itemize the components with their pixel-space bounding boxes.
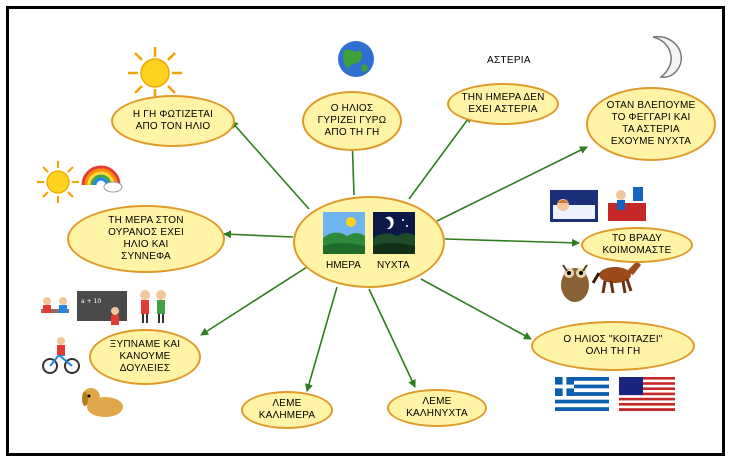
arrows-layer bbox=[200, 114, 588, 392]
center-node: ΗΜΕΡΑ ΝΥΧΤΑ bbox=[293, 196, 445, 288]
node-no-stars: ΤΗΝ ΗΜΕΡΑ ΔΕΝ ΕΧΕΙ ΑΣΤΕΡΙΑ bbox=[447, 83, 559, 125]
node-sleep: ΤΟ ΒΡΑΔΥ ΚΟΙΜΟΜΑΣΤΕ bbox=[581, 227, 693, 263]
node-moon-stars: ΟΤΑΝ ΒΛΕΠΟΥΜΕ ΤΟ ΦΕΓΓΑΡΙ ΚΑΙ ΤΑ ΑΣΤΕΡΙΑ … bbox=[586, 87, 716, 161]
greek-flag-icon bbox=[555, 377, 609, 411]
horse-icon bbox=[591, 261, 641, 294]
node-sky: ΤΗ ΜΕΡΑ ΣΤΟΝ ΟΥΡΑΝΟΣ ΕΧΕΙ ΗΛΙΟ ΚΑΙ ΣΥΝΝΕ… bbox=[67, 205, 225, 273]
kids-table-icon bbox=[41, 297, 69, 313]
arrow-sun-lights bbox=[230, 120, 310, 210]
node-good-morning: ΛΕΜΕ ΚΑΛΗΜΕΡΑ bbox=[241, 391, 333, 429]
sleeping-child-icon bbox=[550, 190, 598, 222]
arrow-sun-looks bbox=[420, 278, 532, 340]
svg-text:a + 10: a + 10 bbox=[81, 298, 101, 305]
owl-icon bbox=[561, 264, 589, 302]
globe-icon bbox=[338, 41, 374, 77]
node-sun-lights: Η ΓΗ ΦΩΤΙΖΕΤΑΙ ΑΠΟ ΤΟΝ ΗΛΙΟ bbox=[111, 95, 235, 147]
dog-icon bbox=[82, 388, 123, 417]
day-picture bbox=[323, 212, 365, 254]
arrow-sky bbox=[223, 230, 294, 239]
arrow-wake bbox=[200, 266, 308, 336]
node-sun-looks: Ο ΗΛΙΟΣ "ΚΟΙΤΑΖΕΙ" ΟΛΗ ΤΗ ΓΗ bbox=[531, 321, 695, 371]
bicycle-icon bbox=[42, 337, 80, 374]
moon-icon bbox=[652, 35, 682, 78]
day-label: ΗΜΕΡΑ bbox=[326, 260, 361, 271]
rainbow-icon bbox=[81, 165, 123, 193]
arrow-moon-stars bbox=[436, 146, 588, 222]
stars-label: ΑΣΤΕΡΙΑ bbox=[487, 55, 531, 66]
night-label: ΝΥΧΤΑ bbox=[377, 260, 410, 271]
arrow-morning bbox=[305, 286, 338, 392]
node-good-night: ΛΕΜΕ ΚΑΛΗΝΥΧΤΑ bbox=[387, 389, 487, 427]
small-sun-icon bbox=[37, 161, 79, 203]
bedtime-icon bbox=[608, 187, 646, 221]
sun-icon bbox=[128, 47, 182, 99]
children-icon bbox=[140, 290, 166, 323]
arrow-sleep bbox=[444, 238, 580, 247]
node-sun-turns: Ο ΗΛΙΟΣ ΓΥΡΙΖΕΙ ΓΥΡΩ ΑΠΟ ΤΗ ΓΗ bbox=[302, 91, 402, 151]
node-wake-work: ΞΥΠΝΑΜΕ ΚΑΙ ΚΑΝΟΥΜΕ ΔΟΥΛΕΙΕΣ bbox=[89, 329, 201, 385]
classroom-icon: a + 10 bbox=[77, 291, 127, 325]
diagram-frame: ΑΣΤΕΡΙΑ bbox=[6, 6, 725, 456]
us-flag-icon bbox=[619, 377, 675, 411]
arrow-night bbox=[368, 288, 416, 388]
arrow-no-stars bbox=[408, 114, 472, 200]
night-picture bbox=[373, 212, 415, 254]
